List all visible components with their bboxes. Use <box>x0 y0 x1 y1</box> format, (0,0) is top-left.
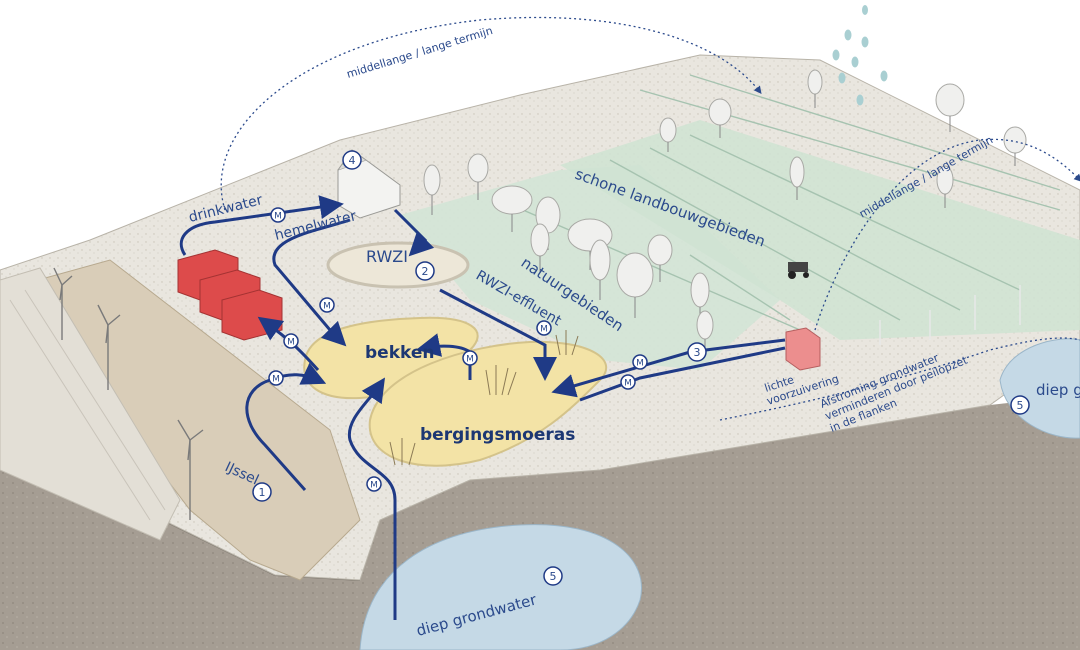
svg-text:2: 2 <box>422 265 429 278</box>
label-rwzi: RWZI <box>366 247 408 266</box>
svg-text:M: M <box>274 212 282 222</box>
dike-ridges <box>0 267 181 541</box>
svg-text:4: 4 <box>349 154 356 167</box>
svg-text:5: 5 <box>550 570 557 583</box>
number-marker-4: 4 <box>342 150 362 170</box>
svg-text:M: M <box>370 481 378 491</box>
label-diep-grondwater-right: diep g <box>1036 381 1080 399</box>
soil-cross-section <box>0 395 1080 650</box>
meter-icon: M M M M M M M M M <box>268 207 648 492</box>
svg-text:M: M <box>287 338 295 348</box>
number-marker-2: 2 <box>415 261 435 281</box>
svg-text:M: M <box>636 359 644 369</box>
ijssel-river <box>19 259 361 581</box>
rain-drop-icon <box>832 5 888 106</box>
tree-icon <box>423 69 1027 352</box>
label-bergingsmoeras: bergingsmoeras <box>420 425 575 445</box>
label-term-top: middellange / lange termijn <box>345 24 494 81</box>
term-arc-top <box>220 16 762 211</box>
svg-text:M: M <box>466 355 474 365</box>
svg-text:1: 1 <box>259 486 266 499</box>
pretreatment-unit <box>785 327 821 371</box>
number-marker-3: 3 <box>687 342 707 362</box>
groundwater-bottom <box>359 524 642 650</box>
reed-icon <box>389 330 579 466</box>
number-marker-5-right: 5 <box>1010 395 1030 415</box>
svg-text:3: 3 <box>694 346 701 359</box>
svg-text:M: M <box>272 375 280 385</box>
term-arc-right <box>814 138 1080 331</box>
field-lines <box>499 74 1061 331</box>
tractor-icon <box>788 262 809 279</box>
svg-text:M: M <box>323 302 331 312</box>
svg-text:5: 5 <box>1017 399 1024 412</box>
number-marker-1: 1 <box>252 482 272 502</box>
agriculture-zone <box>560 120 1080 340</box>
svg-text:M: M <box>624 379 632 389</box>
groundwater-boundary <box>719 337 1080 421</box>
label-bekken: bekken <box>365 343 435 363</box>
wind-turbine-icon <box>53 267 204 520</box>
number-marker-5: 5 <box>543 566 563 586</box>
svg-text:M: M <box>540 325 548 335</box>
seepage-arrows <box>879 285 1021 345</box>
